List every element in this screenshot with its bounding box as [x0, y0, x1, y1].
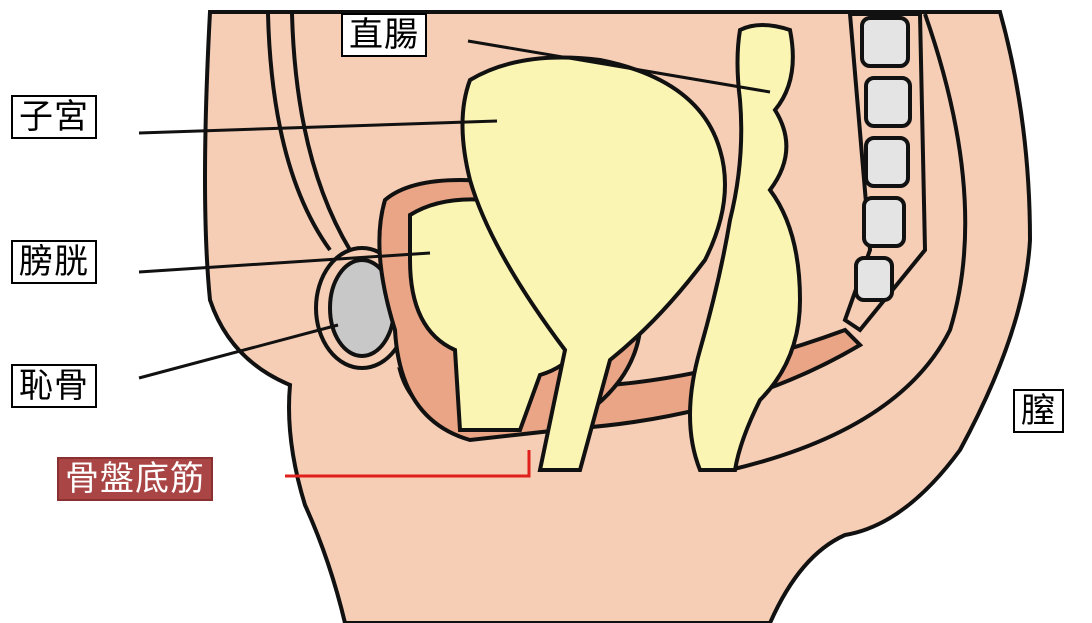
vertebra: [864, 198, 904, 246]
vertebra: [866, 78, 910, 126]
label-rectum: 直腸: [341, 13, 427, 57]
vertebra: [866, 138, 908, 186]
label-pelvic-floor-muscles: 骨盤底筋: [57, 457, 213, 501]
label-uterus: 子宮: [11, 95, 97, 139]
label-vagina: 膣: [1013, 389, 1064, 433]
vertebra: [856, 258, 892, 300]
label-bladder: 膀胱: [11, 240, 97, 284]
vertebra: [862, 18, 908, 66]
label-pubic-bone: 恥骨: [11, 364, 97, 408]
